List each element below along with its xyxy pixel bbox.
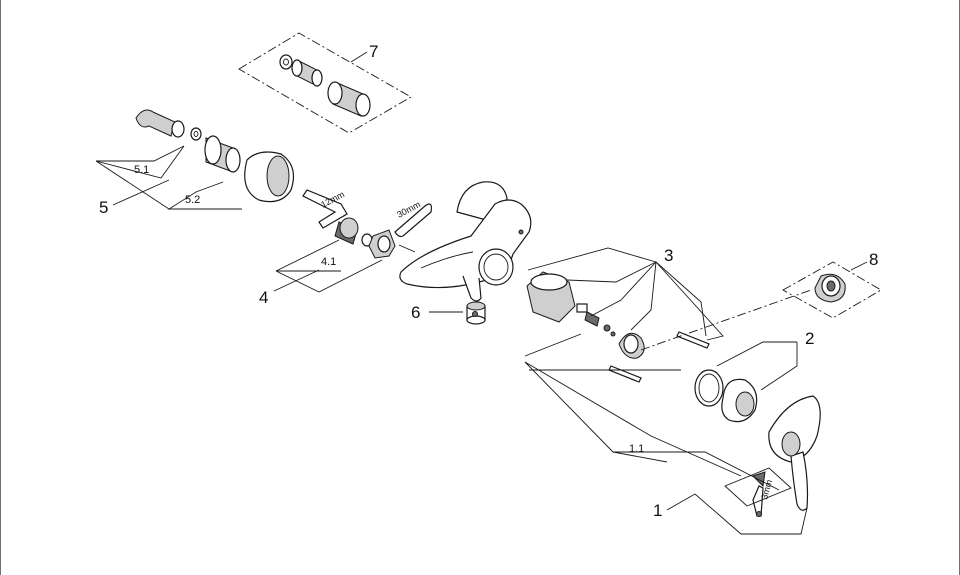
part-group-1: 3mm 1.1 1 (524, 361, 821, 535)
part-group-2: 2 (694, 329, 814, 423)
callout-5-1: 5.1 (134, 164, 149, 176)
callout-5-2: 5.2 (185, 194, 200, 206)
s-union-5-1 (135, 109, 176, 137)
mixer-body (399, 181, 532, 302)
group-8-outline (782, 261, 882, 319)
callout-8: 8 (869, 250, 878, 269)
callout-2: 2 (805, 329, 814, 348)
part-group-8: 8 (782, 250, 882, 319)
washer-5 (190, 127, 202, 141)
part-6: 6 (411, 301, 486, 325)
part-group-7: 7 (238, 32, 412, 134)
lever-1 (790, 451, 809, 511)
assembly-axis (640, 289, 812, 351)
callout-1-1: 1.1 (629, 443, 644, 455)
callout-7: 7 (369, 42, 378, 61)
callout-4: 4 (259, 288, 268, 307)
callout-3: 3 (664, 246, 673, 265)
part-group-3: 3 (524, 246, 724, 383)
o-ring-2 (694, 369, 724, 407)
group-7-outline (238, 32, 412, 134)
hex-key-3mm-label: 3mm (759, 479, 774, 501)
screw-1 (752, 471, 766, 488)
part-group-5: 5.1 5.2 5 (95, 109, 294, 217)
screw-3a (676, 331, 710, 349)
screw-3b (608, 365, 642, 383)
callout-1: 1 (653, 501, 662, 520)
callout-4-1: 4.1 (321, 256, 336, 268)
spindle-3 (584, 311, 600, 327)
washer-7 (279, 54, 293, 70)
callout-6: 6 (411, 303, 420, 322)
part-group-4: 4.1 4 (259, 217, 416, 307)
callout-5: 5 (99, 198, 108, 217)
wrench-30mm: 30mm (394, 199, 432, 238)
